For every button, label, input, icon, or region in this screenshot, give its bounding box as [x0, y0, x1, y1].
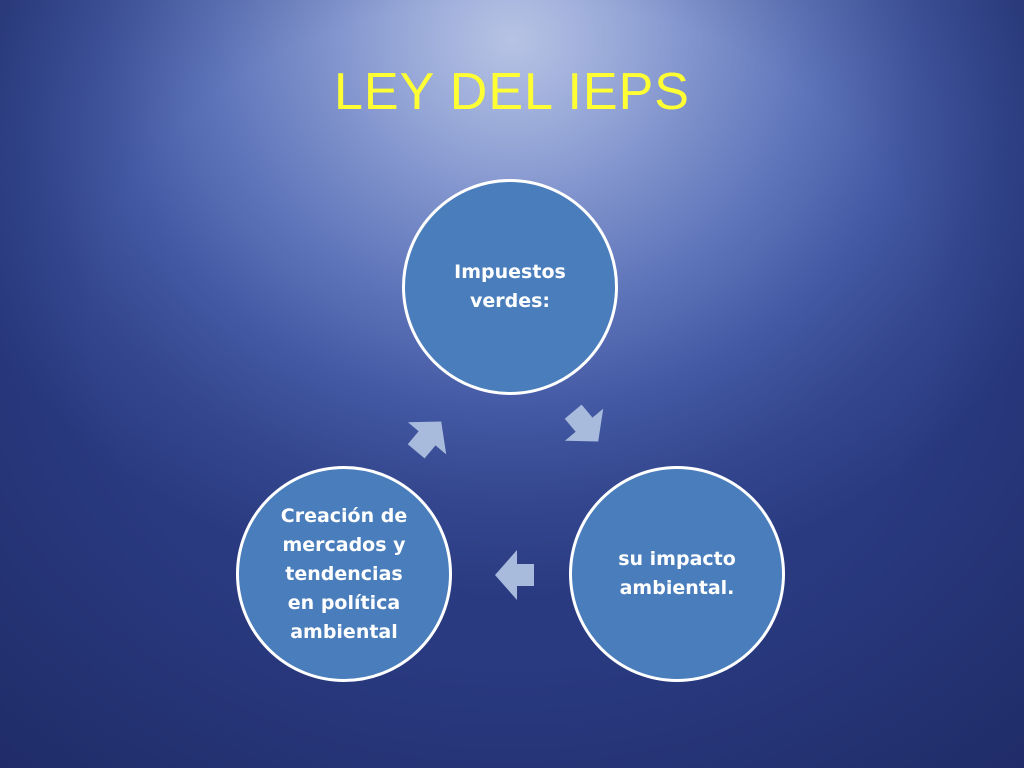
- arrow-right-to-left: [495, 550, 534, 600]
- cycle-node-impacto-ambiental: su impacto ambiental.: [569, 466, 785, 682]
- cycle-node-creacion-mercados: Creación de mercados y tendencias en pol…: [236, 466, 452, 682]
- cycle-node-label: Impuestos verdes:: [454, 261, 566, 312]
- cycle-node-label: su impacto ambiental.: [618, 548, 736, 599]
- arrow-top-to-right: [564, 404, 604, 442]
- arrow-left-to-top: [407, 421, 447, 459]
- cycle-node-impuestos-verdes: Impuestos verdes:: [402, 179, 618, 395]
- slide-title: LEY DEL IEPS: [334, 63, 690, 121]
- cycle-node-label: Creación de mercados y tendencias en pol…: [280, 504, 408, 643]
